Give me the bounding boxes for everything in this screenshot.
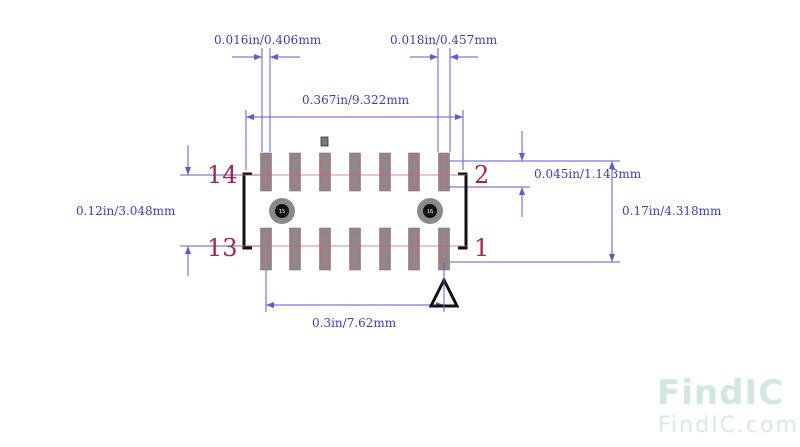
pin-label-top-right: 2 xyxy=(474,161,489,189)
bottom-pad xyxy=(289,227,301,271)
pin-label-bottom-right: 1 xyxy=(474,234,489,262)
top-pad-copper xyxy=(262,156,270,188)
top-pad xyxy=(379,152,391,192)
dim-overall-height-label: 0.17in/4.318mm xyxy=(622,204,722,218)
bottom-pad-copper xyxy=(410,231,418,267)
top-pad-copper xyxy=(440,156,448,188)
silkscreen-outline xyxy=(242,172,468,250)
orientation-mark xyxy=(320,136,329,147)
top-pad-row xyxy=(260,152,450,192)
top-pad-copper xyxy=(351,156,359,188)
mounting-hole-right: 16 xyxy=(417,198,443,224)
top-pad-copper xyxy=(291,156,299,188)
bottom-pad-copper xyxy=(381,231,389,267)
top-pad xyxy=(260,152,272,192)
pin1-triangle-icon xyxy=(428,262,460,312)
dim-pad-length-label: 0.045in/1.143mm xyxy=(534,167,642,181)
bottom-pad xyxy=(319,227,331,271)
watermark-site: FindIC.com xyxy=(658,413,799,438)
top-pad xyxy=(349,152,361,192)
bottom-pad-row xyxy=(260,227,450,271)
dim-pin-span: 0.3in/7.62mm xyxy=(265,262,445,330)
dim-pad-width-label: 0.016in/0.406mm xyxy=(214,33,322,47)
top-pad xyxy=(408,152,420,192)
top-pad xyxy=(438,152,450,192)
watermark-logo: FindIC xyxy=(657,373,784,413)
mounting-hole-left-label: 15 xyxy=(279,209,285,215)
top-pad xyxy=(289,152,301,192)
dim-overall-length-label: 0.367in/9.322mm xyxy=(302,93,410,107)
dim-row-span-label: 0.12in/3.048mm xyxy=(76,204,176,218)
bottom-pad-copper xyxy=(351,231,359,267)
bottom-pad xyxy=(349,227,361,271)
pin-label-bottom-left: 13 xyxy=(207,234,238,262)
dim-pad-pitch-label: 0.018in/0.457mm xyxy=(390,33,498,47)
dim-overall-height: 0.17in/4.318mm xyxy=(448,160,722,263)
bottom-pad xyxy=(260,227,272,271)
dim-pad-pitch: 0.018in/0.457mm xyxy=(390,33,498,152)
mounting-hole-right-label: 16 xyxy=(427,209,433,215)
top-pad-copper xyxy=(410,156,418,188)
dim-pad-width: 0.016in/0.406mm xyxy=(214,33,322,152)
pin-label-top-left: 14 xyxy=(207,161,238,189)
top-pad-copper xyxy=(321,156,329,188)
top-pad-copper xyxy=(381,156,389,188)
mounting-hole-left: 15 xyxy=(269,198,295,224)
bottom-pad-copper xyxy=(291,231,299,267)
dim-row-span: 0.12in/3.048mm xyxy=(76,145,266,276)
top-pad xyxy=(319,152,331,192)
dim-pin-span-label: 0.3in/7.62mm xyxy=(312,316,397,330)
bottom-pad-copper xyxy=(262,231,270,267)
bottom-pad-copper xyxy=(321,231,329,267)
bottom-pad xyxy=(379,227,391,271)
dim-overall-length: 0.367in/9.322mm xyxy=(245,93,464,170)
bottom-pad xyxy=(408,227,420,271)
